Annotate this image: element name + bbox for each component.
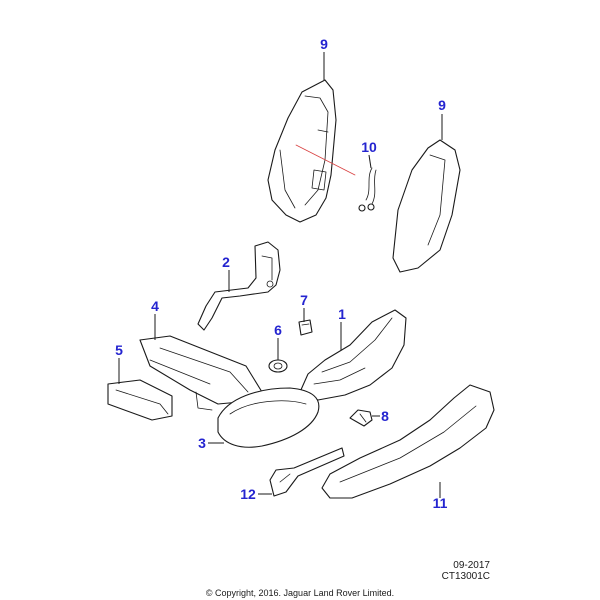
- part-11-seat-side-trim: [321, 384, 495, 499]
- part-9-seat-back-panel-left: [267, 79, 337, 223]
- leader-lines: [118, 52, 443, 498]
- callout-8: 8: [381, 408, 389, 424]
- callout-9-right: 9: [438, 97, 446, 113]
- part-7-clip: [298, 319, 313, 336]
- part-6-grommet: [268, 359, 288, 373]
- part-12-release-handle: [269, 447, 345, 497]
- callout-11: 11: [433, 495, 448, 511]
- part-8-screw: [349, 409, 373, 427]
- callout-7: 7: [300, 292, 308, 308]
- red-guide-line: [295, 144, 356, 176]
- callout-9-upper: 9: [320, 36, 328, 52]
- callout-2: 2: [222, 254, 230, 270]
- callout-3: 3: [198, 435, 206, 451]
- callout-4: 4: [151, 298, 159, 314]
- callout-1: 1: [338, 306, 346, 322]
- part-1-side-shield: [299, 309, 407, 401]
- part-10-wiring-harness: [358, 167, 377, 212]
- part-9-seat-back-panel-right: [392, 139, 461, 273]
- callout-5: 5: [115, 342, 123, 358]
- callout-12: 12: [240, 486, 256, 502]
- part-2-bracket: [197, 241, 281, 331]
- callout-6: 6: [274, 322, 282, 338]
- copyright-notice: © Copyright, 2016. Jaguar Land Rover Lim…: [206, 588, 394, 598]
- part-3-seat-cushion: [217, 387, 320, 448]
- diagram-date: 09-2017: [453, 560, 490, 571]
- part-5-base-bracket: [107, 379, 173, 421]
- diagram-code: CT13001C: [442, 571, 490, 582]
- callout-10: 10: [361, 139, 377, 155]
